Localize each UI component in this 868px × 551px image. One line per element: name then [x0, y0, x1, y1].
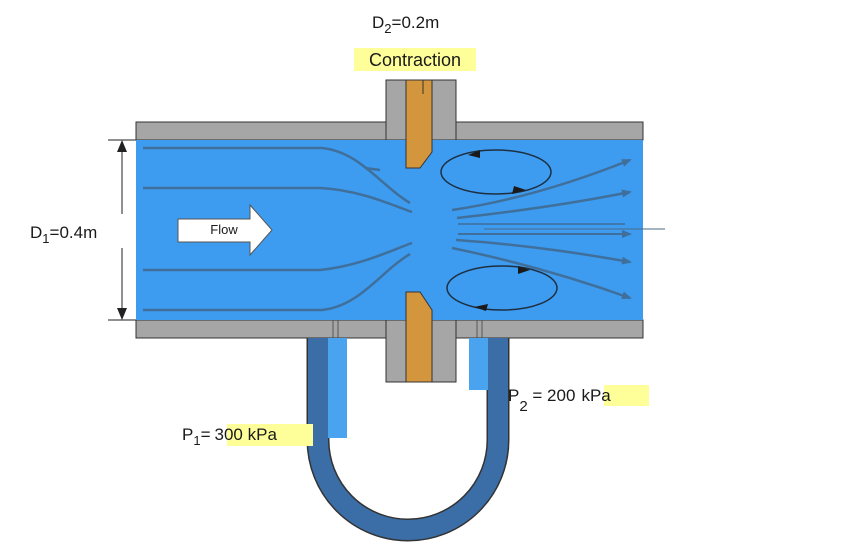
streamlines	[143, 146, 632, 312]
flow-label: Flow	[210, 222, 238, 237]
eddy-lower	[446, 265, 558, 311]
p1-value-highlight	[227, 424, 313, 446]
pressure-tap-downstream	[476, 320, 483, 338]
d1-dimension-line	[108, 139, 136, 321]
pressure-tap-upstream	[332, 320, 339, 338]
contraction-label: Contraction	[369, 50, 461, 70]
manometer-left-column	[328, 338, 347, 438]
orifice-plate-lower	[405, 291, 433, 383]
contraction-highlight	[354, 48, 476, 71]
p1-label: P1=300 kPa	[182, 425, 277, 448]
u-tube-manometer	[306, 338, 510, 542]
d1-label: D1=0.4m	[30, 223, 97, 246]
flow-arrow	[177, 203, 273, 257]
manometer-right-column	[469, 338, 488, 390]
d2-label: D2=0.2m	[372, 13, 439, 36]
orifice-plate-upper	[405, 79, 433, 169]
eddy-upper	[440, 149, 552, 195]
p2-unit-highlight	[604, 385, 649, 406]
